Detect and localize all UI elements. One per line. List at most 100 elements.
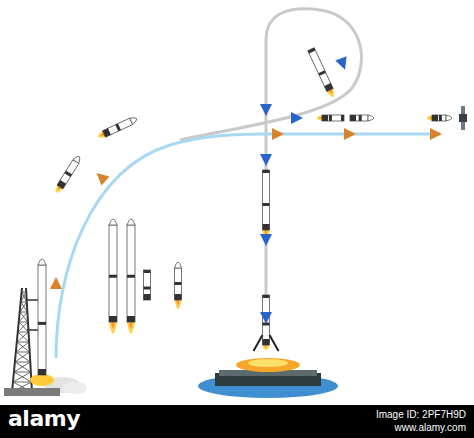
- direction-arrow: [291, 112, 303, 124]
- tower-arm: [26, 300, 38, 330]
- engine-section: [263, 224, 270, 230]
- stage-band: [144, 287, 151, 290]
- engine-section: [322, 115, 328, 121]
- exhaust-flame: [109, 322, 117, 334]
- rocket: [427, 115, 452, 121]
- rocket-body: [38, 265, 46, 375]
- rocket-body: [308, 48, 333, 92]
- nose-cone: [127, 219, 135, 225]
- watermark-bar: [0, 405, 474, 438]
- rocket-body: [432, 115, 446, 121]
- nose-cone: [38, 259, 46, 265]
- rocket-body: [109, 225, 117, 322]
- engine-section: [127, 316, 135, 322]
- nose-cone: [73, 155, 82, 164]
- landing-fire-core: [248, 359, 288, 367]
- exhaust-core: [429, 117, 432, 120]
- rocket: [175, 262, 182, 309]
- watermark-logo: alamy: [8, 406, 80, 431]
- rocket: [38, 259, 46, 375]
- interstage: [263, 295, 270, 298]
- rocket: [308, 48, 337, 99]
- exhaust-core: [129, 322, 133, 328]
- rocket: [54, 155, 82, 195]
- rocket-body: [175, 268, 182, 300]
- ascent-path: [56, 134, 440, 358]
- engine-section: [144, 294, 151, 300]
- engine-section: [103, 128, 111, 137]
- stage-band: [329, 115, 332, 121]
- water: [198, 374, 338, 398]
- satellite: [459, 106, 467, 130]
- image-id: Image ID: 2PF7H9D: [376, 409, 466, 420]
- nose-cone: [130, 116, 138, 125]
- stage-band: [359, 115, 362, 121]
- rocket-body: [144, 270, 151, 300]
- stage-band: [439, 115, 442, 121]
- interstage: [341, 115, 344, 121]
- direction-arrow: [260, 154, 272, 166]
- rocket: [317, 115, 344, 121]
- exhaust-core: [319, 117, 322, 120]
- engine-section: [175, 294, 182, 300]
- direction-arrow: [260, 312, 272, 324]
- nose-cone: [446, 115, 452, 121]
- smoke: [63, 382, 87, 394]
- engine-section: [38, 369, 46, 375]
- exhaust-flame: [427, 115, 432, 121]
- return-path: [180, 9, 362, 318]
- exhaust-flame: [175, 300, 182, 309]
- stage-band: [263, 203, 270, 206]
- tower-brace: [16, 342, 30, 352]
- watermark-url: www.alamy.com: [395, 422, 467, 433]
- exhaust-core: [111, 322, 115, 328]
- rocket: [97, 116, 138, 140]
- engine-section: [109, 316, 117, 322]
- rocket: [350, 115, 374, 121]
- interstage: [263, 170, 270, 173]
- tower-brace: [15, 352, 30, 362]
- engine-section: [350, 115, 356, 121]
- direction-arrow: [97, 173, 110, 185]
- tower-legs: [12, 288, 32, 392]
- rocket: [144, 270, 151, 300]
- stage-band: [318, 70, 326, 76]
- tower-brace: [20, 302, 27, 312]
- stage-band: [175, 282, 182, 285]
- direction-arrow: [260, 234, 272, 246]
- landing-legs: [254, 335, 279, 351]
- engine-section: [432, 115, 438, 121]
- interstage: [308, 48, 316, 54]
- rocket-body: [57, 160, 79, 189]
- exhaust-flame: [127, 322, 135, 334]
- tower-brace: [19, 312, 28, 322]
- tower-brace: [14, 362, 31, 372]
- launch-flame: [30, 374, 54, 386]
- exhaust-core: [264, 345, 268, 348]
- direction-arrow: [260, 104, 272, 116]
- rocket: [263, 170, 270, 242]
- exhaust-core: [176, 300, 180, 305]
- rocket-body: [322, 115, 344, 121]
- direction-arrow: [272, 128, 284, 140]
- rocket: [254, 295, 279, 351]
- tower-brace: [13, 372, 31, 382]
- launch-pad: [4, 388, 60, 396]
- satellite-body: [459, 114, 467, 122]
- direction-arrow: [50, 277, 62, 289]
- engine-section: [57, 180, 66, 189]
- direction-arrow: [430, 128, 442, 140]
- rockets-and-arrows: [4, 48, 467, 396]
- rocket: [109, 219, 117, 334]
- direction-arrow: [344, 128, 356, 140]
- stage-band: [65, 171, 73, 177]
- rocket-body: [350, 115, 368, 121]
- exhaust-flame: [317, 115, 322, 121]
- nose-cone: [175, 262, 182, 268]
- engine-section: [324, 83, 333, 91]
- rocket: [127, 219, 135, 334]
- landing-fire: [236, 358, 300, 372]
- rocket-body: [127, 225, 135, 322]
